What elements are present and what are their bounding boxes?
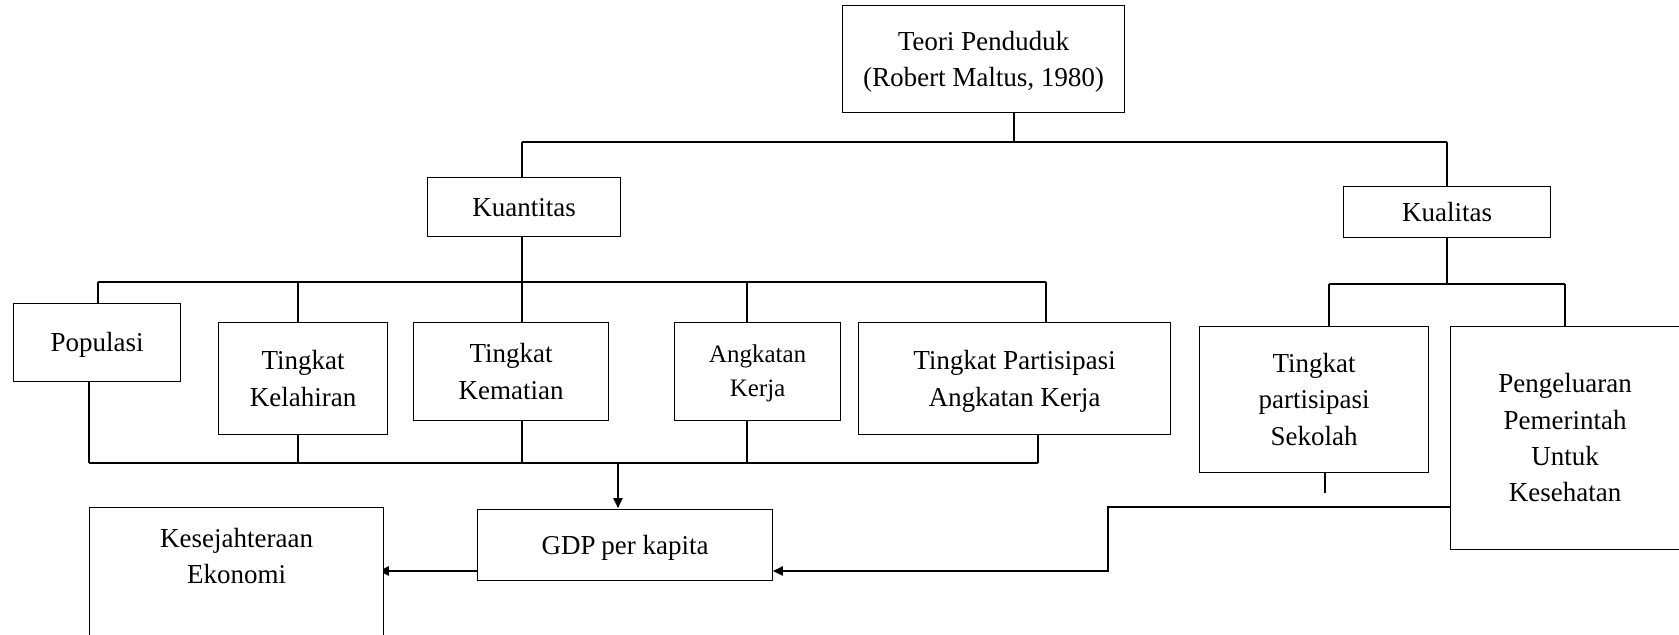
kuantitas-node: Kuantitas bbox=[427, 177, 621, 237]
pengeluaran-pemerintah-node: Pengeluaran Pemerintah Untuk Kesehatan bbox=[1450, 326, 1679, 550]
angkatan-kerja-label: Angkatan Kerja bbox=[708, 340, 807, 402]
kesejahteraan-node: Kesejahteraan Ekonomi bbox=[89, 507, 384, 635]
gdp-node: GDP per kapita bbox=[477, 509, 773, 581]
tingkat-partisipasi-sekolah-label: Tingkat partisipasi Sekolah bbox=[1258, 347, 1370, 451]
root-label: Teori Penduduk (Robert Maltus, 1980) bbox=[863, 25, 1104, 92]
pengeluaran-pemerintah-label: Pengeluaran Pemerintah Untuk Kesehatan bbox=[1498, 368, 1632, 508]
root-node: Teori Penduduk (Robert Maltus, 1980) bbox=[842, 5, 1125, 113]
kualitas-label: Kualitas bbox=[1402, 196, 1492, 227]
tingkat-kematian-node: Tingkat Kematian bbox=[413, 322, 609, 421]
kualitas-to-gdp-arrow bbox=[773, 506, 1450, 576]
tpak-label: Tingkat Partisipasi Angkatan Kerja bbox=[913, 345, 1116, 412]
gdp-label: GDP per kapita bbox=[541, 529, 709, 560]
tingkat-kelahiran-label: Tingkat Kelahiran bbox=[249, 345, 357, 412]
tingkat-kelahiran-node: Tingkat Kelahiran bbox=[218, 322, 388, 435]
angkatan-kerja-node: Angkatan Kerja bbox=[674, 322, 841, 421]
populasi-label: Populasi bbox=[50, 327, 144, 358]
tingkat-kematian-label: Tingkat Kematian bbox=[458, 338, 564, 405]
tpak-node: Tingkat Partisipasi Angkatan Kerja bbox=[858, 322, 1171, 435]
populasi-node: Populasi bbox=[13, 303, 181, 382]
kualitas-node: Kualitas bbox=[1343, 186, 1551, 238]
kuantitas-label: Kuantitas bbox=[472, 191, 576, 222]
tingkat-partisipasi-sekolah-node: Tingkat partisipasi Sekolah bbox=[1199, 326, 1429, 473]
kesejahteraan-label: Kesejahteraan Ekonomi bbox=[160, 523, 313, 590]
